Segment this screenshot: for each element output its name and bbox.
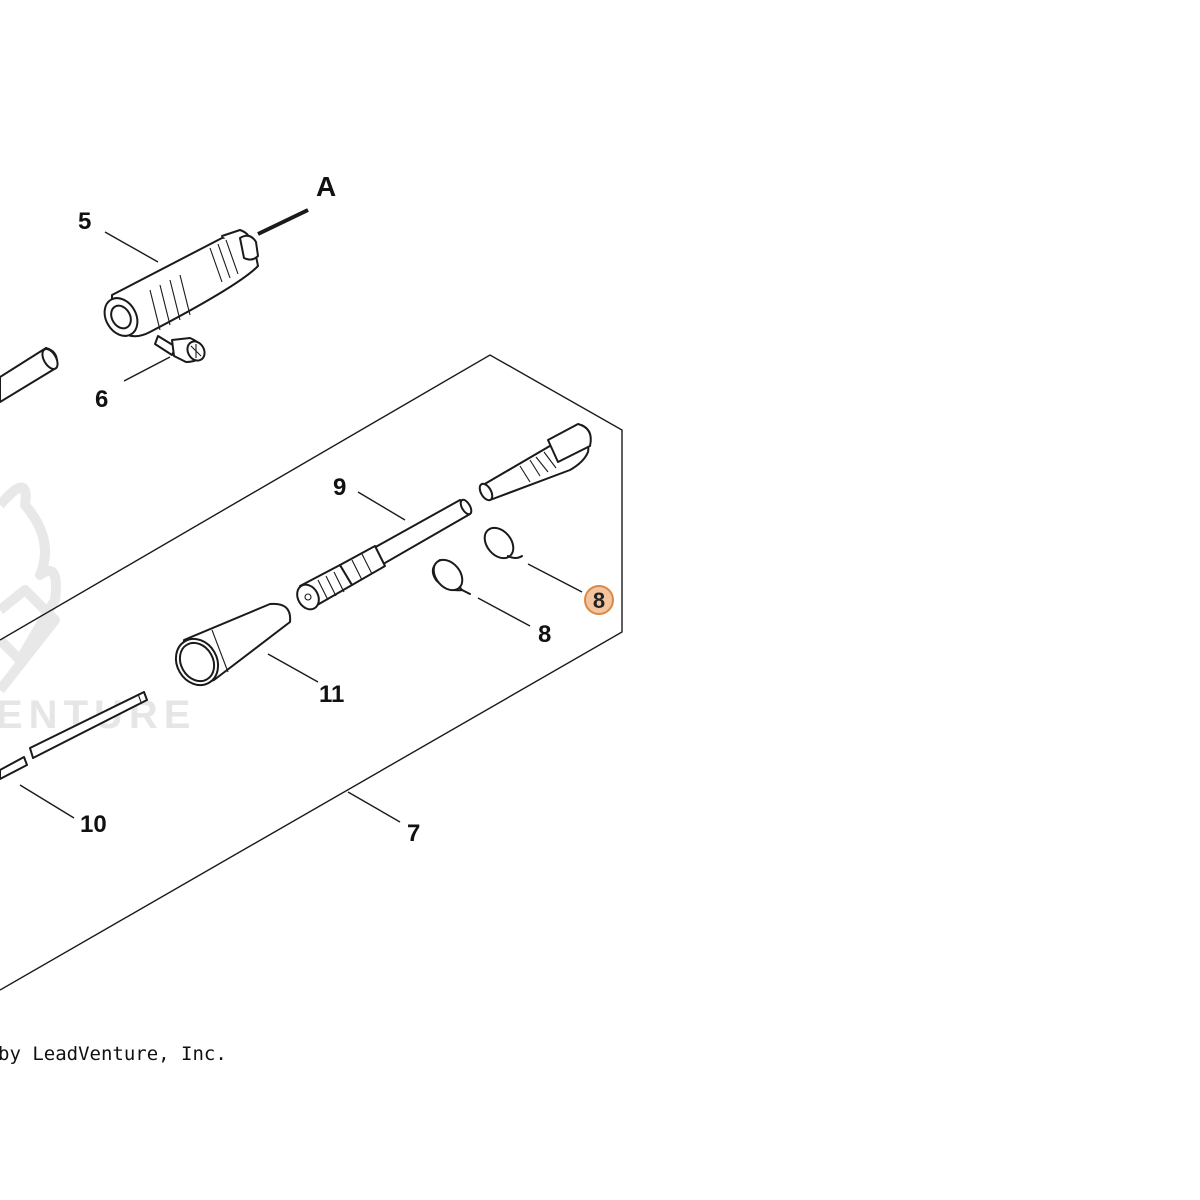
part-9-inner-shaft [296, 498, 473, 611]
callout-8-right[interactable]: 8 [593, 588, 605, 613]
part-6-screw [154, 335, 206, 363]
part-8-clip-right [483, 526, 523, 560]
callout-9[interactable]: 9 [333, 474, 346, 501]
shaft-connector-top [478, 423, 592, 502]
part-8-clip-left [431, 558, 471, 595]
kit-box-outline [0, 354, 623, 991]
callout-7[interactable]: 7 [407, 820, 420, 847]
leader-9 [357, 491, 406, 521]
copyright-text: by LeadVenture, Inc. [0, 1043, 227, 1065]
watermark-logo [0, 482, 61, 694]
leader-6 [123, 356, 171, 382]
part-5-housing [103, 229, 259, 338]
callout-a[interactable]: A [316, 171, 336, 202]
callout-6[interactable]: 6 [95, 386, 108, 413]
part-11-sleeve [174, 602, 292, 687]
leader-8-left [477, 597, 531, 627]
callout-8-left[interactable]: 8 [538, 621, 551, 648]
leader-7 [347, 791, 401, 823]
drive-tube-left [0, 347, 59, 403]
leader-8-right [527, 563, 583, 593]
callout-8-highlighted[interactable]: 8 [584, 585, 614, 615]
leader-a [257, 208, 309, 236]
callout-5[interactable]: 5 [78, 208, 91, 235]
leader-10 [19, 784, 75, 819]
callout-10[interactable]: 10 [80, 811, 107, 838]
highlight-badge [584, 585, 614, 615]
leader-11 [267, 653, 319, 683]
callout-11[interactable]: 11 [319, 681, 344, 708]
leader-5 [104, 231, 159, 263]
part-10-rod [0, 691, 148, 780]
